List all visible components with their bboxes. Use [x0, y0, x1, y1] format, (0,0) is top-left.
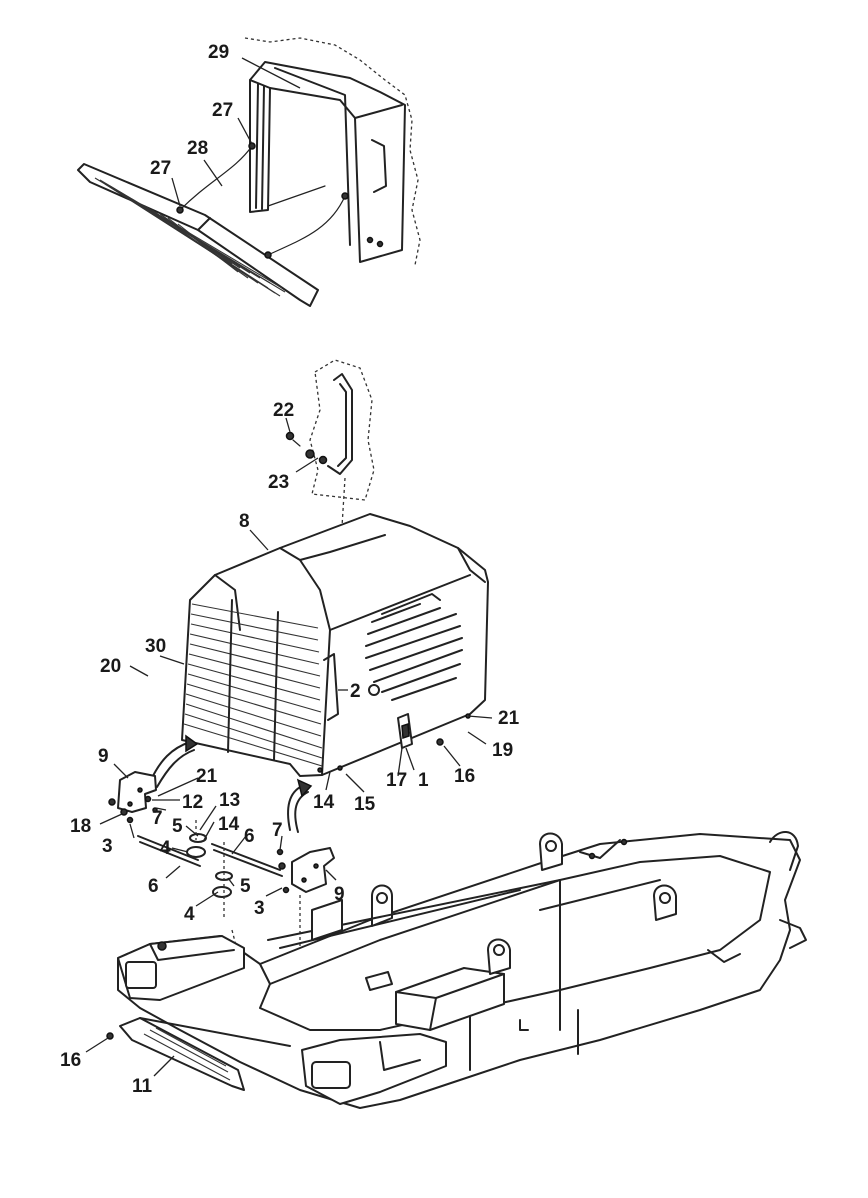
callout-12: 12 — [182, 792, 203, 813]
callout-16: 16 — [60, 1050, 81, 1071]
detail-grille-open — [77, 37, 421, 307]
callout-2: 2 — [350, 681, 361, 702]
callout-4: 4 — [160, 838, 171, 859]
callout-21: 21 — [196, 766, 218, 787]
callout-14: 14 — [218, 814, 240, 835]
callout-3: 3 — [254, 898, 265, 919]
callout-3: 3 — [102, 836, 113, 857]
callout-5: 5 — [240, 876, 251, 897]
rear-hood — [181, 513, 489, 777]
callout-9: 9 — [98, 746, 109, 767]
callout-17: 17 — [386, 770, 407, 791]
callout-27: 27 — [212, 100, 233, 121]
callout-1: 1 — [418, 770, 429, 791]
callout-22: 22 — [273, 400, 294, 421]
chassis-frame — [106, 831, 807, 1109]
callout-9: 9 — [334, 884, 345, 905]
hinge-hardware — [108, 771, 335, 1050]
callout-27: 27 — [150, 158, 171, 179]
callout-7: 7 — [272, 820, 283, 841]
callout-19: 19 — [492, 740, 513, 761]
callout-23: 23 — [268, 472, 289, 493]
callout-labels: 29 27 28 27 22 23 8 30 20 2 21 19 16 9 2… — [60, 42, 520, 1097]
callout-24: 29 — [208, 42, 229, 63]
callout-8: 8 — [239, 511, 250, 532]
callout-15: 15 — [354, 794, 376, 815]
callout-30: 30 — [145, 636, 166, 657]
callout-14: 14 — [313, 792, 335, 813]
leader-lines — [85, 57, 493, 1077]
callout-16: 16 — [454, 766, 475, 787]
callout-6: 6 — [244, 826, 255, 847]
callout-20: 21 — [498, 708, 520, 729]
callout-6: 6 — [148, 876, 159, 897]
callout-11: 11 — [132, 1076, 153, 1097]
callout-18: 18 — [70, 816, 91, 837]
callout-7: 7 — [152, 808, 163, 829]
callout-28: 28 — [187, 138, 208, 159]
callout-13: 13 — [219, 790, 240, 811]
callout-5: 5 — [172, 816, 183, 837]
callout-4: 4 — [184, 904, 195, 925]
callout-29: 20 — [100, 656, 121, 677]
